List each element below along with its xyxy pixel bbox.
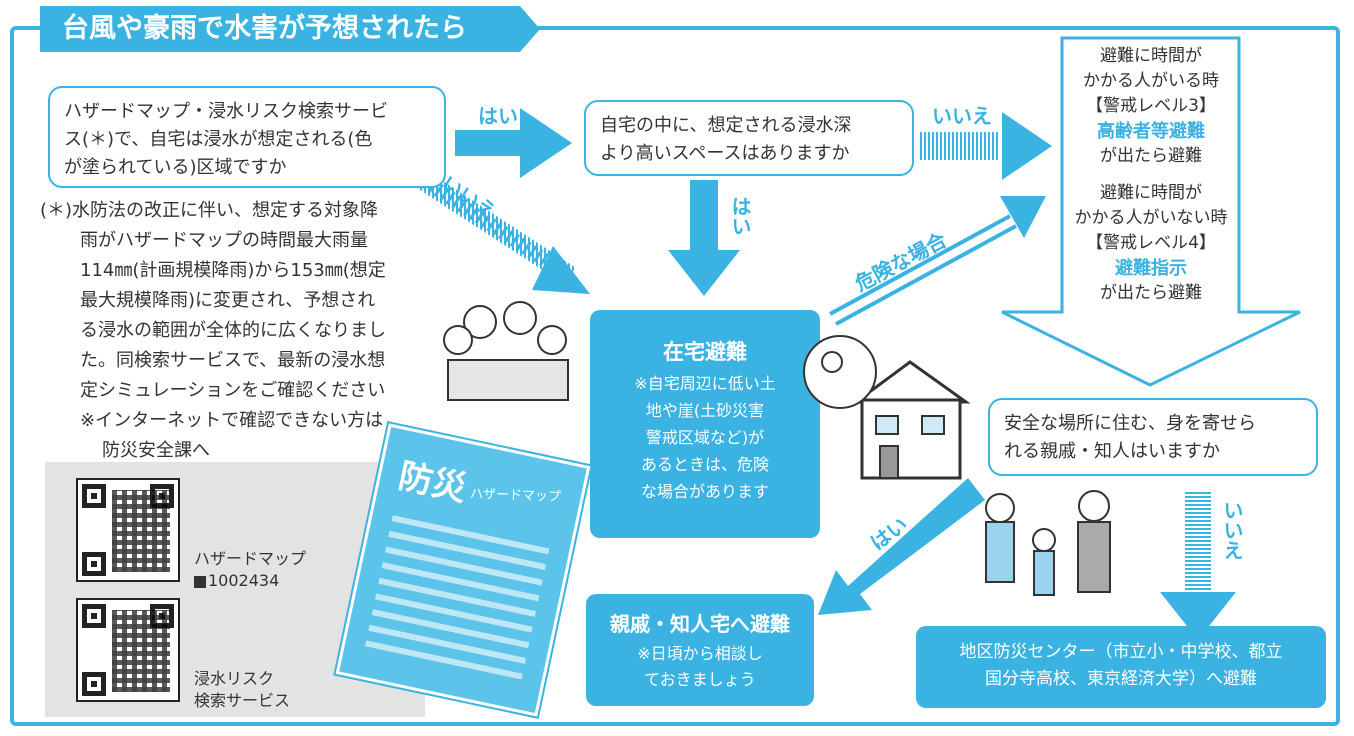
- question-flood-zone: ハザードマップ・浸水リスク検索サービ ス(＊)で、自宅は浸水が想定される(色 が…: [48, 86, 446, 188]
- stay-home-line: ※自宅周辺に低い土: [634, 374, 776, 393]
- q3-line: れる親戚・知人はいますか: [1004, 441, 1220, 462]
- arrow-danger-head: [1000, 196, 1046, 238]
- evac-a-after: が出たら避難: [1100, 146, 1202, 166]
- arrow-yes-right: [455, 108, 572, 178]
- relatives-line: ※日頃から相談し: [637, 644, 763, 663]
- page-title: 台風や豪雨で水害が予想されたら: [40, 6, 540, 52]
- q3-line: 安全な場所に住む、身を寄せら: [1004, 413, 1256, 434]
- q1-line: が塗られている)区域ですか: [64, 157, 287, 178]
- evac-a-line: 避難に時間が: [1100, 46, 1202, 66]
- arrow-no-down-head: [1160, 592, 1236, 640]
- arrow-yes-diagonal: [818, 478, 985, 615]
- q2-line: より高いスペースはありますか: [600, 143, 850, 164]
- evac-b-line: 避難に時間が: [1100, 183, 1202, 203]
- evac-b-after: が出たら避難: [1100, 283, 1202, 303]
- arrow-no-down-stripes: [1185, 490, 1211, 590]
- qr2-label-line: 検索サービス: [194, 691, 291, 710]
- footnote-line: 定シミュレーションをご確認ください: [80, 380, 386, 401]
- arrow-no-stripes: [920, 132, 1000, 160]
- footnote-line: 114㎜(計画規模降雨)から153㎜(想定: [80, 260, 386, 281]
- footnote-line: ※インターネットで確認できない方は: [80, 410, 384, 431]
- label-yes-1: はい: [478, 104, 518, 128]
- footnote-line: 最大規模降雨)に変更され、予想され: [80, 290, 376, 311]
- diagram-frame: [10, 26, 1340, 726]
- relatives-title: 親戚・知人宅へ避難: [610, 612, 790, 636]
- evac-a-signal: 高齢者等避難: [1097, 121, 1205, 142]
- footnote-line: (＊)水防法の改正に伴い、想定する対象降: [40, 200, 379, 221]
- evac-a-line: かかる人がいる時: [1083, 71, 1219, 91]
- evac-arrow-outline: [1001, 36, 1301, 387]
- stay-home-line: 警戒区域など)が: [645, 428, 765, 447]
- stay-home-box: 在宅避難 ※自宅周辺に低い土 地や崖(土砂災害 警戒区域など)が あるときは、危…: [590, 310, 820, 538]
- qr1-id-text: 1002434: [208, 571, 280, 590]
- question-relatives: 安全な場所に住む、身を寄せら れる親戚・知人はいますか: [988, 398, 1318, 476]
- q1-line: ス(＊)で、自宅は浸水が想定される(色: [64, 129, 373, 150]
- footnote-line: る浸水の範囲が全体的に広くなりまし: [80, 320, 386, 341]
- stay-home-line: な場合があります: [640, 482, 769, 501]
- center-line: 国分寺高校、東京経済大学）へ避難: [985, 669, 1257, 689]
- footnote-line: 雨がハザードマップの時間最大雨量: [80, 230, 368, 251]
- qr2-label: 浸水リスク 検索サービス: [194, 668, 290, 712]
- qr1-label-text: ハザードマップ: [194, 549, 307, 568]
- footnote-line: た。同検索サービスで、最新の浸水想: [80, 350, 386, 371]
- label-no-1: いいえ: [932, 104, 992, 128]
- arrow-yes-down: [668, 180, 740, 296]
- center-line: 地区防災センター（市立小・中学校、都立: [959, 642, 1283, 662]
- evac-b-level: 【警戒レベル4】: [1086, 233, 1216, 253]
- q2-line: 自宅の中に、想定される浸水深: [600, 115, 852, 136]
- q1-line: ハザードマップ・浸水リスク検索サービ: [64, 101, 388, 122]
- arrow-danger-line2: [835, 224, 1017, 326]
- footnote: (＊)水防法の改正に伴い、想定する対象降 雨がハザードマップの時間最大雨量 11…: [40, 196, 420, 466]
- evac-center-box: 地区防災センター（市立小・中学校、都立 国分寺高校、東京経済大学）へ避難: [916, 626, 1326, 708]
- stay-home-line: 地や崖(土砂災害: [645, 401, 765, 420]
- label-yes-2: はい: [728, 196, 752, 236]
- qr2-label-line: 浸水リスク: [194, 669, 275, 688]
- question-higher-space: 自宅の中に、想定される浸水深 より高いスペースはありますか: [584, 100, 914, 176]
- label-no-3: いいえ: [1220, 500, 1244, 560]
- footnote-line: 防災安全課へ: [102, 440, 210, 461]
- stay-home-title: 在宅避難: [663, 340, 747, 364]
- evac-b-line: かかる人がいない時: [1074, 208, 1228, 228]
- qr1-id: 1002434: [194, 570, 306, 592]
- relatives-box: 親戚・知人宅へ避難 ※日頃から相談し ておきましょう: [586, 594, 814, 706]
- arrow-no-head: [1002, 112, 1052, 180]
- qr-code-flood-risk[interactable]: [76, 598, 180, 702]
- relatives-line: ておきましょう: [644, 670, 756, 689]
- search-id-icon: [194, 575, 206, 588]
- evac-a-level: 【警戒レベル3】: [1086, 96, 1216, 116]
- stay-home-line: あるときは、危険: [640, 455, 769, 474]
- arrow-danger-line1: [829, 214, 1011, 316]
- qr-code-hazard-map[interactable]: [76, 478, 180, 582]
- qr1-label: ハザードマップ 1002434: [194, 548, 306, 592]
- evac-conditions: 避難に時間が かかる人がいる時 【警戒レベル3】 高齢者等避難 が出たら避難 避…: [1064, 44, 1238, 306]
- evac-b-signal: 避難指示: [1115, 258, 1187, 279]
